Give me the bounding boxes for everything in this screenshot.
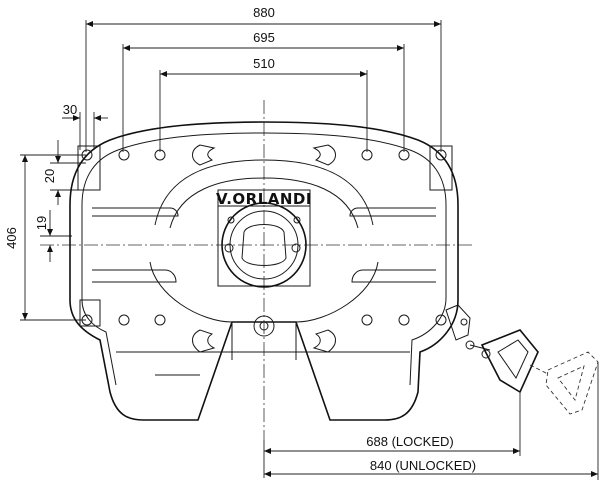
left-slots (92, 144, 216, 353)
dimension-880-label: 880 (253, 5, 275, 20)
brand-logo-text: V.ORLANDI (216, 190, 312, 208)
coupling-center (149, 159, 379, 360)
right-slots (312, 144, 436, 353)
fifth-wheel-body (69, 121, 459, 421)
brand-plate: V.ORLANDI (216, 189, 312, 208)
release-lever-locked (445, 304, 539, 394)
mounting-holes (81, 149, 447, 326)
dimension-695: 695 (122, 30, 405, 152)
dimension-20: 20 (42, 140, 86, 205)
dimension-688-label: 688 (LOCKED) (366, 434, 453, 449)
dimension-840-unlocked: 840 (UNLOCKED) (264, 362, 599, 480)
dimension-19-label: 19 (34, 216, 49, 230)
dimension-30: 30 (62, 102, 108, 150)
kingpin-lock-circle (253, 315, 275, 337)
release-lever-unlocked (529, 351, 599, 415)
dimension-695-label: 695 (253, 30, 275, 45)
dimension-20-label: 20 (42, 169, 57, 183)
dimension-510: 510 (159, 56, 368, 152)
dimension-406-label: 406 (4, 227, 19, 249)
dimension-840-label: 840 (UNLOCKED) (370, 458, 476, 473)
dimension-510-label: 510 (253, 56, 275, 71)
dimension-30-label: 30 (63, 102, 77, 117)
dimension-19: 19 (34, 210, 72, 262)
dimension-880: 880 (85, 5, 442, 152)
